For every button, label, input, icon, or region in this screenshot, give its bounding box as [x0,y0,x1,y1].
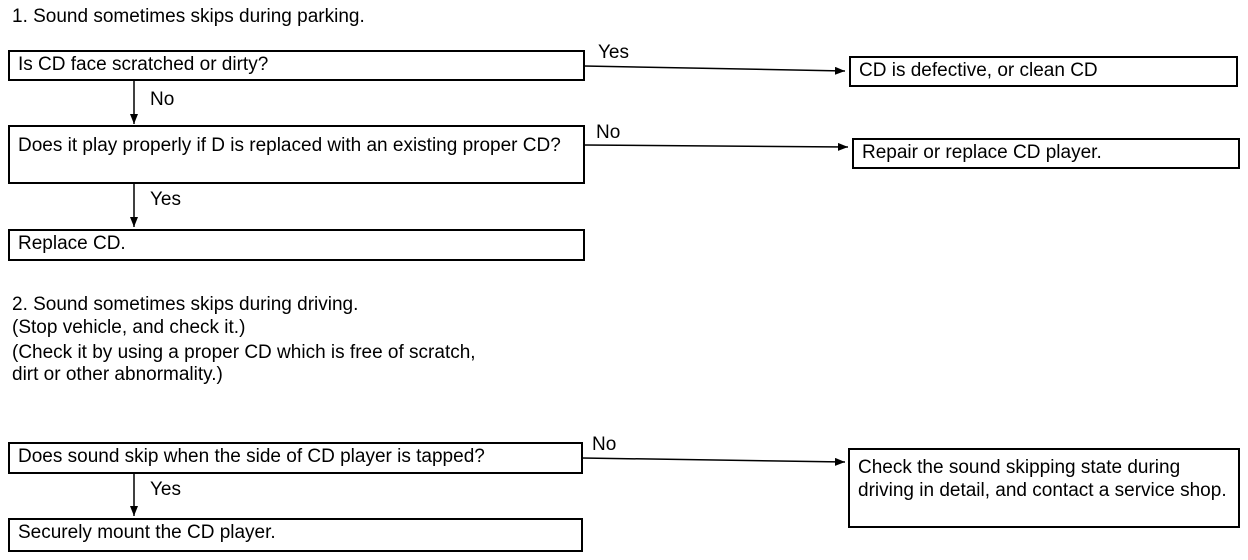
section2-note: dirt or other abnormality.) [12,364,223,385]
result-repair-cd-player: Repair or replace CD player. [852,138,1240,169]
arrow-q1-yes [583,65,846,75]
section1-heading: 1. Sound sometimes skips during parking. [12,6,365,27]
no-label: No [592,434,617,455]
question-sound-skip-tapped: Does sound skip when the side of CD play… [8,442,583,474]
no-label: No [596,122,621,143]
yes-label: Yes [150,479,181,500]
section2-note: (Check it by using a proper CD which is … [12,342,476,363]
arrow-s2-no [581,457,846,466]
section2-note: (Stop vehicle, and check it.) [12,317,246,338]
yes-label: Yes [598,42,629,63]
result-mount-cd-player: Securely mount the CD player. [8,518,583,552]
result-cd-defective: CD is defective, or clean CD [849,56,1238,87]
question-play-properly: Does it play properly if D is replaced w… [8,125,585,184]
section2-heading: 2. Sound sometimes skips during driving. [12,294,359,315]
arrow-q2-no [583,142,849,151]
result-replace-cd: Replace CD. [8,229,585,261]
result-check-skipping-state: Check the sound skipping state during dr… [848,448,1240,528]
yes-label: Yes [150,189,181,210]
no-label: No [150,89,175,110]
question-cd-scratched: Is CD face scratched or dirty? [8,50,585,81]
